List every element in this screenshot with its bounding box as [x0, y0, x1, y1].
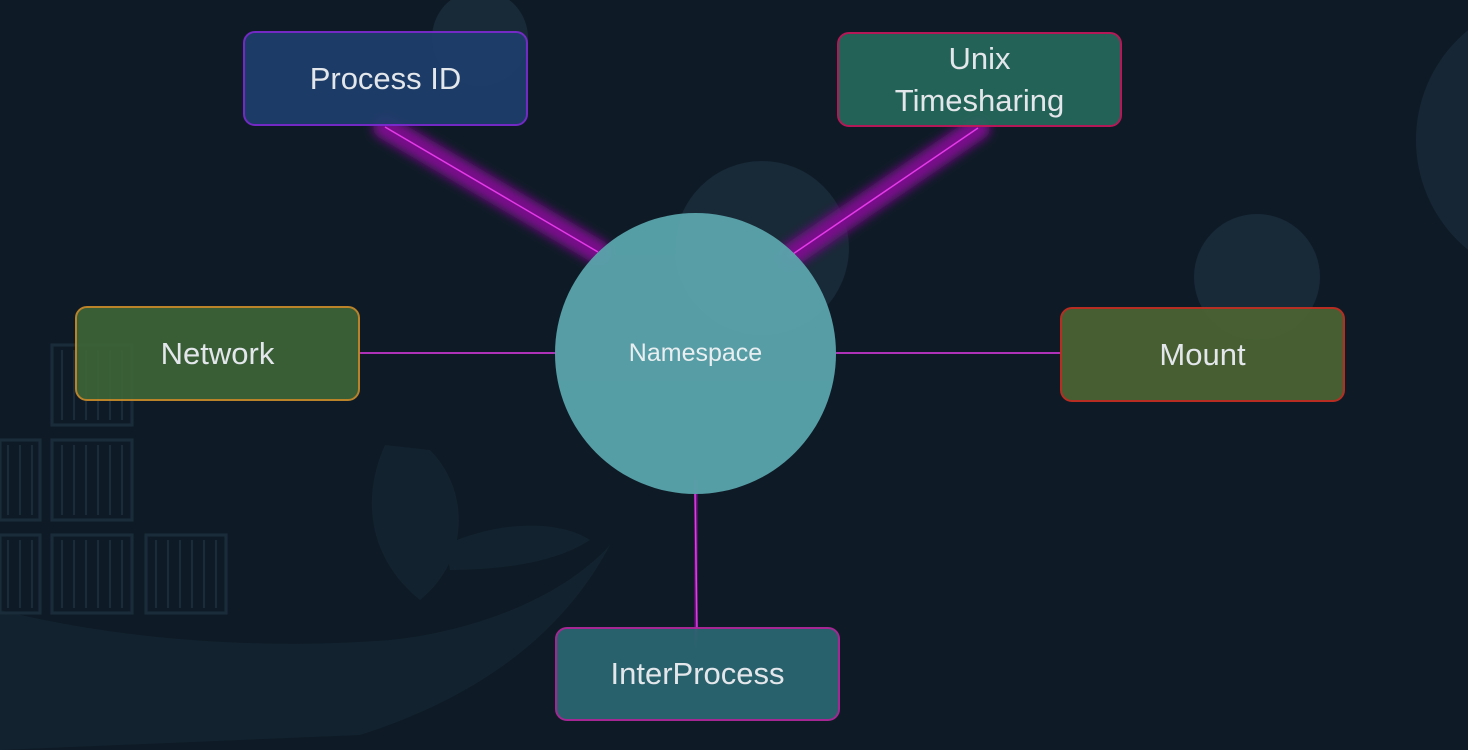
connector-process-id [373, 115, 610, 264]
node-mount-label: Mount [1159, 336, 1246, 372]
connector-interprocess [683, 482, 709, 640]
node-network: Network [75, 306, 360, 401]
node-process-id-label: Process ID [309, 60, 462, 96]
bg-whale-silhouette [0, 445, 610, 750]
connector-unix-timesharing [778, 116, 990, 268]
node-process-id: Process ID [243, 31, 528, 126]
bg-bubble [1416, 30, 1468, 250]
node-interprocess-label: InterProcess [610, 656, 785, 691]
node-unix-timesharing-label: Unix Timesharing [894, 40, 1065, 118]
node-mount: Mount [1060, 307, 1345, 402]
node-network-label: Network [160, 335, 275, 371]
node-interprocess: InterProcess [555, 627, 840, 721]
node-unix-timesharing: Unix Timesharing [837, 32, 1122, 127]
namespace-hub: Namespace [555, 213, 836, 494]
namespace-label: Namespace [628, 339, 763, 367]
